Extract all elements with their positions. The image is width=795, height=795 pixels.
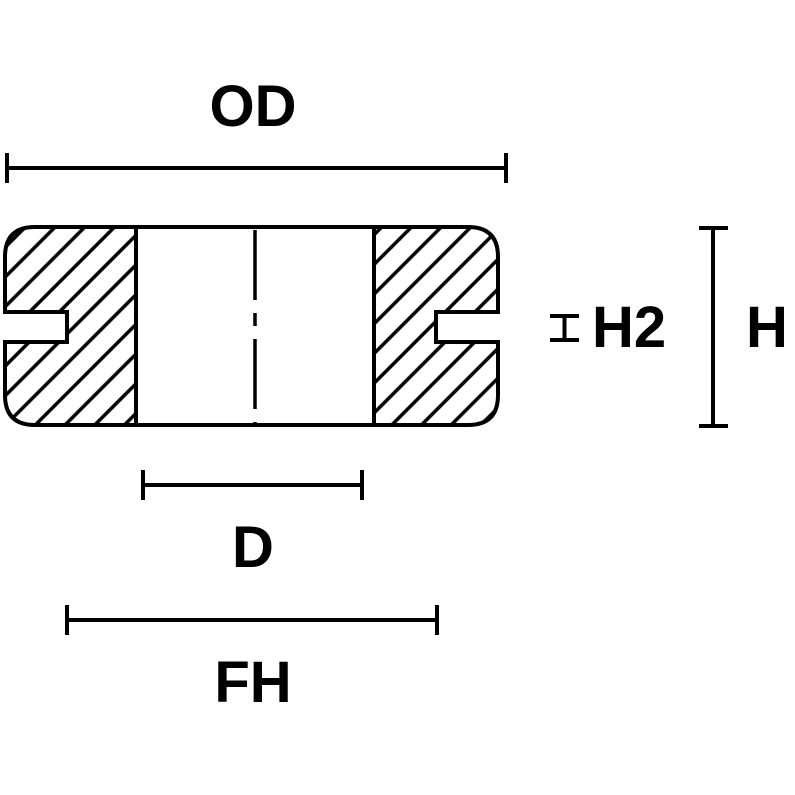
h-dimension: H (699, 226, 788, 428)
d-dimension: D (141, 470, 364, 580)
d-label: D (232, 515, 274, 580)
fh-label: FH (214, 650, 291, 715)
fh-dimension: FH (65, 605, 439, 715)
h2-label: H2 (592, 295, 666, 360)
grommet-body-outline (3, 225, 500, 427)
left-hatched-section (5, 227, 135, 425)
h-label: H (746, 295, 788, 360)
od-dimension: OD (5, 74, 508, 183)
h2-dimension: H2 (550, 295, 666, 360)
right-hatched-section (375, 227, 498, 425)
od-label: OD (210, 74, 297, 139)
